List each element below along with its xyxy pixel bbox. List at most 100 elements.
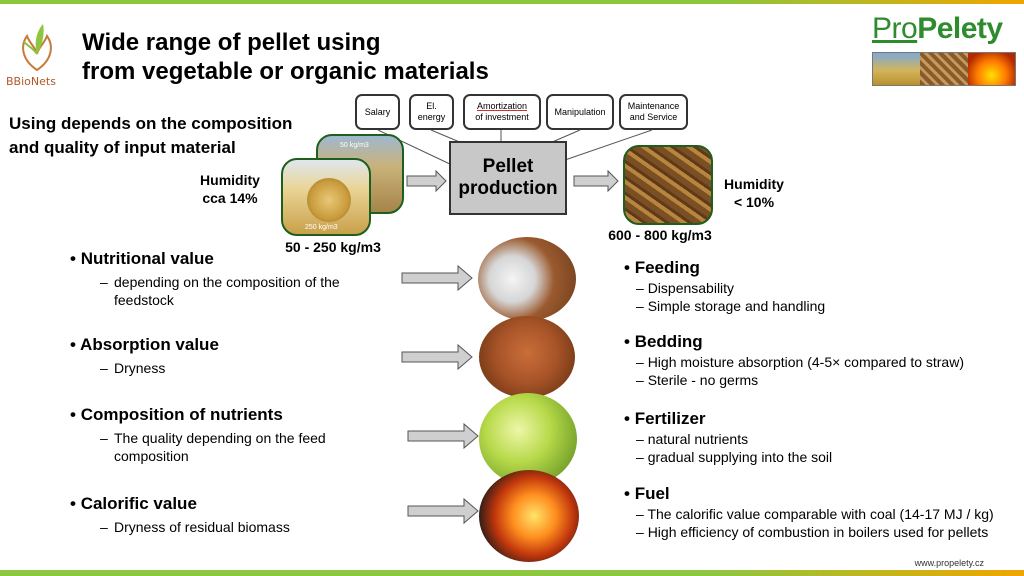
left-bullet-composition: • Composition of nutrients –The quality …	[70, 405, 400, 465]
left-bullet-nutritional: • Nutritional value –depending on the co…	[70, 249, 390, 309]
input-humidity-label: Humidity cca 14%	[190, 171, 270, 207]
bullet-sub-text-2: composition	[114, 448, 189, 464]
bullet-heading: • Fuel	[624, 484, 670, 503]
top-accent-bar	[0, 0, 1024, 4]
bbionets-logo-text: BBioNets	[6, 75, 56, 88]
logo-image-strip	[872, 52, 1016, 86]
bullet-line-2: – Sterile - no germs	[636, 372, 759, 388]
output-humidity-label: Humidity < 10%	[714, 175, 794, 211]
bullet-heading-text: Composition of nutrients	[80, 405, 283, 424]
factor-manipulation: Manipulation	[546, 94, 614, 130]
bullet-heading: • Nutritional value	[70, 249, 214, 268]
title-line-1: Wide range of pellet using	[82, 29, 381, 56]
bullet-heading: • Absorption value	[70, 335, 219, 354]
cattle-circle-image	[479, 316, 575, 398]
bullet-heading-text: Fuel	[634, 484, 670, 503]
logo-pelety: Pelety	[917, 12, 1003, 45]
page-title: Wide range of pellet using from vegetabl…	[82, 28, 489, 86]
hay-bale-shape	[307, 178, 351, 222]
footer-url: www.propelety.cz	[914, 558, 984, 568]
bullet-line-text: Sterile - no germs	[647, 372, 759, 388]
right-bullet-fertilizer: • Fertilizer – natural nutrients – gradu…	[624, 409, 1014, 466]
input-density-label: 50 - 250 kg/m3	[285, 239, 381, 255]
bullet-line-text: Dispensability	[647, 280, 735, 296]
bottom-accent-bar	[0, 570, 1024, 576]
bullet-heading: • Feeding	[624, 258, 700, 277]
horses-circle-image	[478, 237, 576, 321]
input-humidity-line-1: Humidity	[200, 172, 260, 188]
bullet-line-2: – gradual supplying into the soil	[636, 449, 833, 465]
subtitle-line-2: and quality of input material	[9, 138, 236, 157]
propelety-logo: ProPelety	[872, 12, 1003, 46]
subtitle-line-1: Using depends on the composition	[9, 114, 293, 133]
right-bullet-fuel: • Fuel – The calorific value comparable …	[624, 484, 1020, 541]
factor-label: Amortization	[476, 101, 528, 111]
output-humidity-line-2: < 10%	[733, 194, 775, 210]
bullet-sub-text: Dryness of residual biomass	[114, 519, 290, 535]
output-humidity-line-1: Humidity	[724, 176, 784, 192]
bullet-heading: • Calorific value	[70, 494, 197, 513]
plant-circle-image	[479, 393, 577, 485]
arrow-fertilizer	[407, 422, 479, 450]
logo-pro: Pro	[872, 12, 918, 45]
bullet-heading-text: Nutritional value	[80, 249, 214, 268]
bullet-line-text: High moisture absorption (4-5× compared …	[647, 354, 964, 370]
production-line-2: production	[458, 178, 558, 199]
bullet-sub-text-2: feedstock	[114, 292, 174, 308]
bullet-line-text: High efficiency of combustion in boilers…	[647, 524, 989, 540]
production-line-1: Pellet	[482, 156, 534, 177]
bullet-line-2: – High efficiency of combustion in boile…	[636, 524, 989, 540]
arrow-input-to-production	[406, 169, 447, 193]
factor-label-2: and Service	[629, 112, 678, 122]
bullet-sub: –Dryness	[100, 360, 166, 376]
title-line-2: from vegetable or organic materials	[82, 58, 489, 85]
bullet-line-text: The calorific value comparable with coal…	[647, 506, 994, 522]
density-tag-back: 50 kg/m3	[340, 142, 369, 149]
bullet-sub-text: Dryness	[114, 360, 166, 376]
bbionets-logo-icon	[22, 24, 52, 72]
output-density-label: 600 - 800 kg/m3	[608, 227, 712, 243]
bullet-line-1: – natural nutrients	[636, 431, 749, 447]
bullet-line-text: Simple storage and handling	[647, 298, 826, 314]
factor-label: Manipulation	[554, 106, 606, 117]
bullet-sub: –Dryness of residual biomass	[100, 519, 290, 535]
factor-label: Salary	[364, 106, 391, 117]
arrow-fuel	[407, 497, 479, 525]
factor-label-2: of investment	[475, 112, 529, 122]
bullet-line-1: – Dispensability	[636, 280, 735, 296]
factor-salary: Salary	[355, 94, 400, 130]
hay-bale-photo-front: 250 kg/m3	[281, 158, 371, 236]
density-tag-front: 250 kg/m3	[305, 224, 338, 231]
bullet-heading-text: Feeding	[634, 258, 700, 277]
bullet-heading-text: Absorption value	[80, 335, 219, 354]
strip-pellet-image	[920, 53, 968, 85]
arrow-bedding	[401, 343, 473, 371]
bullet-heading: • Bedding	[624, 332, 703, 351]
strip-fire-image	[967, 53, 1015, 85]
bullet-sub-text: The quality depending on the feed	[114, 430, 326, 446]
bullet-heading: • Composition of nutrients	[70, 405, 283, 424]
bullet-line-1: – The calorific value comparable with co…	[636, 506, 994, 522]
right-bullet-feeding: • Feeding – Dispensability – Simple stor…	[624, 258, 1014, 315]
fire-circle-image	[479, 470, 579, 562]
bullet-sub-text: depending on the composition of the	[114, 274, 340, 290]
input-humidity-line-2: cca 14%	[202, 190, 258, 206]
subtitle: Using depends on the composition and qua…	[9, 112, 292, 160]
bullet-heading: • Fertilizer	[624, 409, 706, 428]
pellets-photo	[623, 145, 713, 225]
bullet-line-text: natural nutrients	[647, 431, 749, 447]
bullet-line-1: – High moisture absorption (4-5× compare…	[636, 354, 964, 370]
bullet-heading-text: Fertilizer	[634, 409, 706, 428]
strip-bale-image	[873, 53, 921, 85]
factor-label: Maintenance	[627, 101, 680, 111]
right-bullet-bedding: • Bedding – High moisture absorption (4-…	[624, 332, 1020, 389]
arrow-production-to-output	[573, 169, 619, 193]
bullet-heading-text: Calorific value	[80, 494, 197, 513]
bullet-line-text: gradual supplying into the soil	[647, 449, 833, 465]
arrow-feeding	[401, 264, 473, 292]
